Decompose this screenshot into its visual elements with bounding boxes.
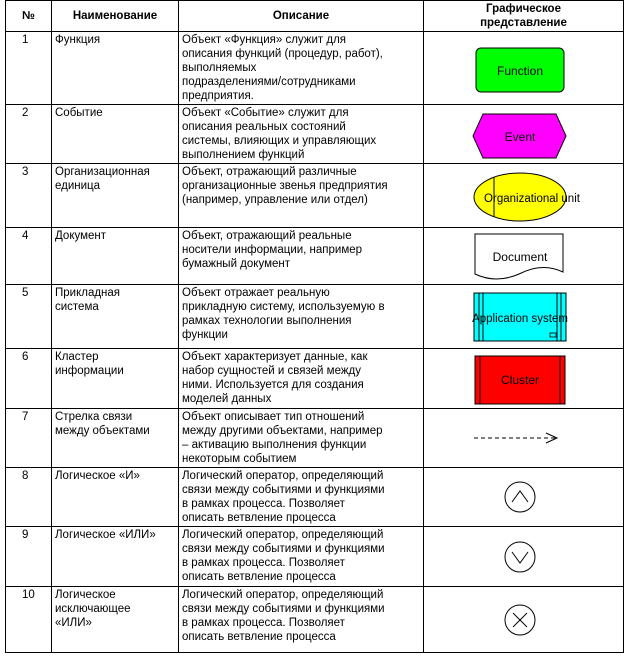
row-name: Логическое исключающее «ИЛИ» (51, 586, 179, 653)
function-label: Function (496, 64, 542, 78)
row-name: Кластер информации (51, 348, 179, 409)
application-symbol: Application system (472, 292, 568, 341)
row-graphic: Document (423, 227, 624, 285)
arrow-symbol (473, 432, 558, 444)
row-description: Объект «Функция» служит для описания фун… (178, 31, 424, 105)
row-description: Объект, отражающий реальные носители инф… (178, 227, 424, 285)
row-description: Логический оператор, определяющий связи … (178, 586, 424, 653)
row-description: Объект отражает реальную прикладную сист… (178, 284, 424, 349)
row-name: Стрелка связи между объектами (51, 408, 179, 468)
row-name: Организационная единица (51, 163, 179, 228)
function-symbol: Function (475, 47, 564, 93)
event-symbol: Event (471, 113, 567, 159)
header-graphic: Графическое представление (423, 0, 624, 32)
row-number: 6 (5, 348, 52, 409)
row-number: 1 (5, 31, 52, 105)
and-symbol (504, 481, 535, 513)
row-description: Логический оператор, определяющий связи … (178, 467, 424, 527)
row-graphic (423, 526, 624, 587)
row-graphic: Function (423, 31, 624, 105)
row-number: 5 (5, 284, 52, 349)
row-number: 2 (5, 104, 52, 164)
row-name: Логическое «ИЛИ» (51, 526, 179, 587)
row-number: 10 (5, 586, 52, 653)
document-symbol: Document (474, 233, 563, 280)
row-graphic: Application system (423, 284, 624, 349)
row-graphic (423, 408, 624, 468)
row-description: Объект описывает тип отношений между дру… (178, 408, 424, 468)
document-label: Document (492, 250, 547, 264)
notation-table: № Наименование Описание Графическое пред… (5, 0, 624, 653)
row-graphic: Event (423, 104, 624, 164)
xor-symbol (504, 604, 535, 635)
header-description: Описание (178, 0, 424, 32)
row-number: 4 (5, 227, 52, 285)
row-description: Объект характеризует данные, как набор с… (178, 348, 424, 409)
org-label: Organizational unit (484, 193, 581, 205)
cluster-label: Cluster (500, 373, 538, 387)
row-name: Логическое «И» (51, 467, 179, 527)
or-symbol (504, 541, 535, 572)
row-name: Прикладная система (51, 284, 179, 349)
org-symbol: Organizational unit (473, 172, 581, 221)
row-name: Функция (51, 31, 179, 105)
cluster-symbol: Cluster (474, 355, 565, 404)
header-name: Наименование (51, 0, 179, 32)
row-graphic (423, 467, 624, 527)
row-graphic: Cluster (423, 348, 624, 409)
header-number: № (5, 0, 52, 32)
row-graphic (423, 586, 624, 653)
row-name: Событие (51, 104, 179, 164)
row-number: 3 (5, 163, 52, 228)
row-description: Логический оператор, определяющий связи … (178, 526, 424, 587)
row-description: Объект «Событие» служит для описания реа… (178, 104, 424, 164)
row-graphic: Organizational unit (423, 163, 624, 228)
row-number: 9 (5, 526, 52, 587)
row-description: Объект, отражающий различные организацио… (178, 163, 424, 228)
row-number: 7 (5, 408, 52, 468)
event-label: Event (504, 130, 535, 144)
row-number: 8 (5, 467, 52, 527)
row-name: Документ (51, 227, 179, 285)
header-row: № Наименование Описание Графическое пред… (5, 0, 624, 32)
application-label: Application system (472, 313, 568, 325)
